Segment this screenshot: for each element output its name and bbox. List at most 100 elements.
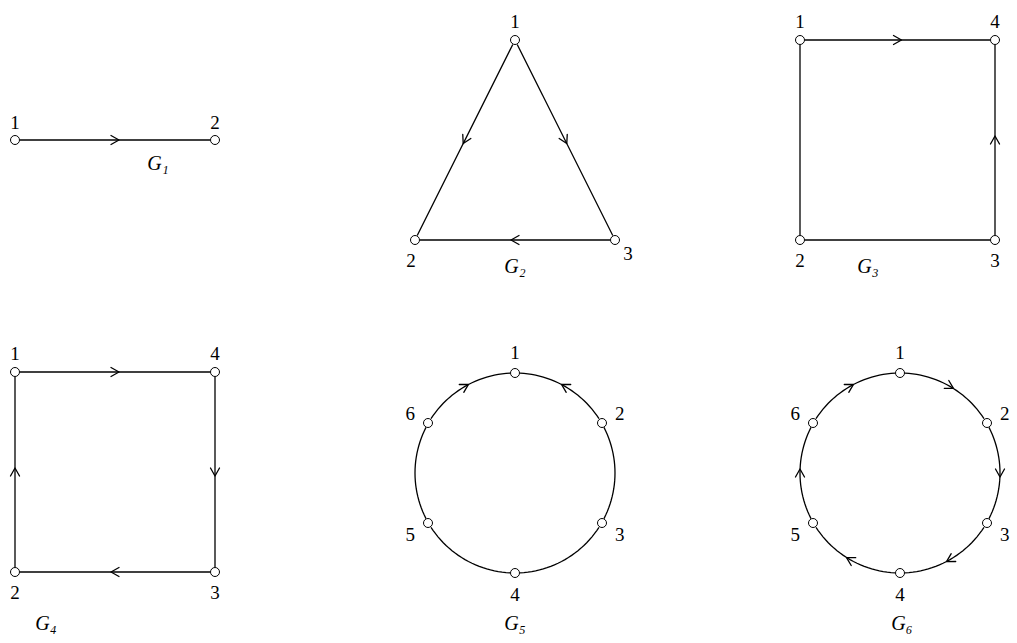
graph-vertex: 6 xyxy=(808,418,818,428)
graph-vertex: 3 xyxy=(597,518,607,528)
graph-name: G₆ xyxy=(891,613,912,633)
vertex-number: 3 xyxy=(615,524,625,543)
graph-edge xyxy=(20,139,210,140)
graph-edge xyxy=(520,373,599,419)
graph-edge xyxy=(417,44,513,235)
graph-vertex: 3 xyxy=(210,567,220,577)
graph-vertex: 6 xyxy=(423,418,433,428)
graph-vertex: 4 xyxy=(895,568,905,578)
edge-group xyxy=(11,377,20,567)
graph-edge xyxy=(994,45,995,235)
graph-edge xyxy=(214,377,215,567)
vertex-number: 3 xyxy=(990,251,1000,270)
graph-vertex: 4 xyxy=(210,367,220,377)
arrowhead xyxy=(459,134,471,145)
graph-edge xyxy=(20,371,210,372)
edge-group xyxy=(905,373,984,419)
edge-group xyxy=(431,527,510,573)
edge-group xyxy=(991,45,1000,235)
graph-vertex: 4 xyxy=(990,35,1000,45)
edge-group xyxy=(417,44,513,235)
graph-edge xyxy=(520,527,599,573)
vertex-number: 2 xyxy=(10,583,20,602)
arrowhead xyxy=(944,381,955,393)
arrowhead xyxy=(111,368,119,377)
edge-group xyxy=(211,377,220,567)
graph-vertex: 1 xyxy=(510,35,520,45)
graph-vertex: 3 xyxy=(982,518,992,528)
graph-name: G₄ xyxy=(35,613,56,633)
graph-edge xyxy=(431,373,510,419)
arrowhead xyxy=(459,380,470,392)
vertex-number: 6 xyxy=(405,403,415,422)
edge-group xyxy=(20,368,210,377)
graph-edge xyxy=(816,527,895,573)
vertex-number: 1 xyxy=(510,343,520,362)
graph-vertex: 3 xyxy=(610,235,620,245)
vertex-number: 2 xyxy=(615,403,625,422)
graph-name: G₃ xyxy=(857,256,878,276)
graph-edge xyxy=(816,373,895,419)
edge-group xyxy=(520,527,599,573)
edge-group xyxy=(520,373,599,419)
vertex-number: 1 xyxy=(895,343,905,362)
graph-edge xyxy=(805,39,990,40)
graph-vertex: 1 xyxy=(795,35,805,45)
arrowhead xyxy=(844,554,855,566)
graph-vertex: 1 xyxy=(510,368,520,378)
graph-edge xyxy=(431,527,510,573)
vertex-number: 5 xyxy=(405,524,415,543)
vertex-number: 1 xyxy=(510,12,520,31)
arrowhead xyxy=(995,469,1004,477)
graph-edge xyxy=(799,45,800,235)
graph-edge xyxy=(420,239,610,240)
graph-vertex: 1 xyxy=(10,367,20,377)
graph-edge xyxy=(20,571,210,572)
edge-group xyxy=(431,373,510,419)
arrowhead xyxy=(894,36,902,45)
vertex-number: 4 xyxy=(895,585,905,604)
graph-name: G₁ xyxy=(147,153,168,173)
vertex-number: 2 xyxy=(406,251,416,270)
graph-vertex: 5 xyxy=(808,518,818,528)
vertex-number: 1 xyxy=(10,113,20,132)
vertex-number: 2 xyxy=(795,251,805,270)
edge-group xyxy=(816,527,895,573)
vertex-number: 6 xyxy=(790,403,800,422)
arrowhead xyxy=(11,468,20,476)
graph-vertex: 3 xyxy=(990,235,1000,245)
graph-vertex: 2 xyxy=(210,135,220,145)
arrowhead xyxy=(511,236,519,245)
graph-vertex: 2 xyxy=(597,418,607,428)
vertex-number: 3 xyxy=(210,583,220,602)
arrowhead xyxy=(559,381,570,393)
vertex-number: 1 xyxy=(10,344,20,363)
graph-edge xyxy=(604,427,615,518)
graph-edge xyxy=(805,239,990,240)
edge-group xyxy=(805,36,990,45)
graph-edge xyxy=(14,377,15,567)
edge-group xyxy=(517,44,613,235)
vertex-number: 1 xyxy=(795,12,805,31)
graph-edge xyxy=(517,44,613,235)
edge-group xyxy=(805,240,990,241)
arrowhead xyxy=(559,134,571,145)
graph-vertex: 5 xyxy=(423,518,433,528)
vertex-number: 2 xyxy=(210,113,220,132)
vertex-number: 3 xyxy=(1000,524,1010,543)
graph-edge xyxy=(905,373,984,419)
edge-group xyxy=(20,136,210,145)
arrowhead xyxy=(211,468,220,476)
graph-name: G₅ xyxy=(504,613,525,633)
vertex-number: 4 xyxy=(990,12,1000,31)
graph-vertex: 1 xyxy=(10,135,20,145)
edge-group xyxy=(20,568,210,577)
arrowhead xyxy=(844,380,855,392)
edge-group xyxy=(905,527,984,573)
edge-group xyxy=(420,236,610,245)
edge-group xyxy=(795,427,811,518)
graph-vertex: 2 xyxy=(982,418,992,428)
graph-vertex: 2 xyxy=(410,235,420,245)
